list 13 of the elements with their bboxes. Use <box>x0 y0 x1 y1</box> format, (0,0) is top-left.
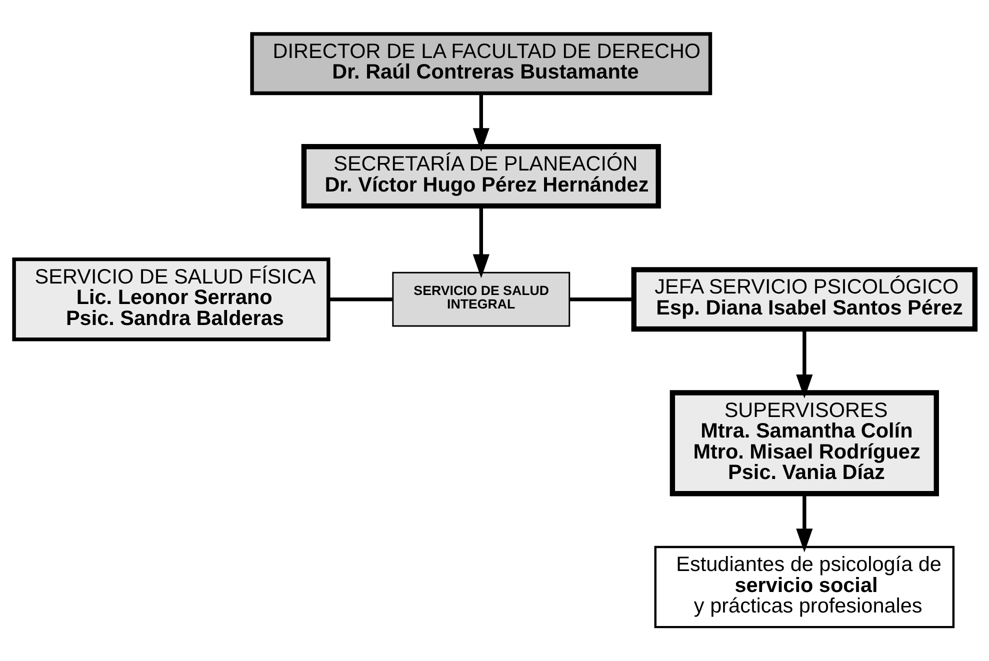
arrow <box>796 329 813 398</box>
node-box: SUPERVISORES Mtra. Samantha Colín Mtro. Misael Rodríguez Psic. Vania Díaz <box>670 390 939 496</box>
arrow <box>472 93 490 152</box>
connector <box>570 298 634 302</box>
node-box: DIRECTOR DE LA FACULTAD DE DERECHO Dr. Raúl Contreras Bustamante <box>250 32 712 96</box>
arrow <box>472 206 490 278</box>
node-box: SERVICIO DE SALUD FÍSICA Lic. Leonor Serrano Psic. Sandra Balderas <box>12 257 330 342</box>
node-box: JEFA SERVICIO PSICOLÓGICO Esp. Diana Isabel Santos Pérez <box>631 267 978 332</box>
arrow <box>796 494 813 552</box>
connector <box>328 298 392 302</box>
node-box: SECRETARÍA DE PLANEACIÓN Dr. Víctor Hugo Pérez Hernández <box>301 144 661 209</box>
node-box: Estudiantes de psicología de servicio social y prácticas profesionales <box>654 546 955 628</box>
node-box: SERVICIO DE SALUD INTEGRAL <box>392 272 570 327</box>
